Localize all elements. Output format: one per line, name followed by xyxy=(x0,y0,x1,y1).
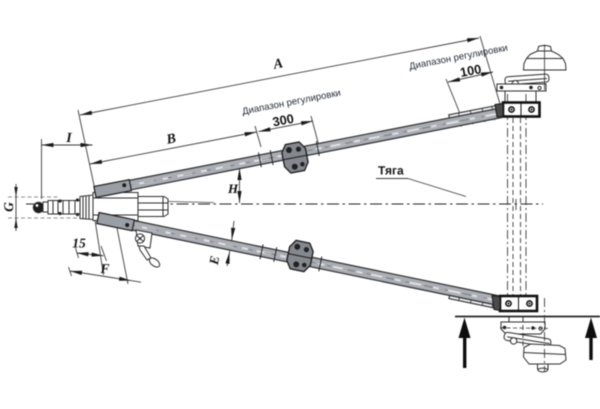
svg-text:E: E xyxy=(206,254,223,266)
svg-text:300: 300 xyxy=(271,111,295,130)
svg-text:F: F xyxy=(99,261,109,276)
svg-text:Тяга: Тяга xyxy=(378,164,404,178)
svg-text:100: 100 xyxy=(459,61,483,80)
svg-text:G: G xyxy=(1,202,16,212)
svg-text:I: I xyxy=(65,131,72,146)
svg-text:B: B xyxy=(164,131,177,148)
svg-text:15: 15 xyxy=(72,236,86,251)
svg-text:A: A xyxy=(271,56,284,73)
svg-text:H: H xyxy=(227,181,239,196)
